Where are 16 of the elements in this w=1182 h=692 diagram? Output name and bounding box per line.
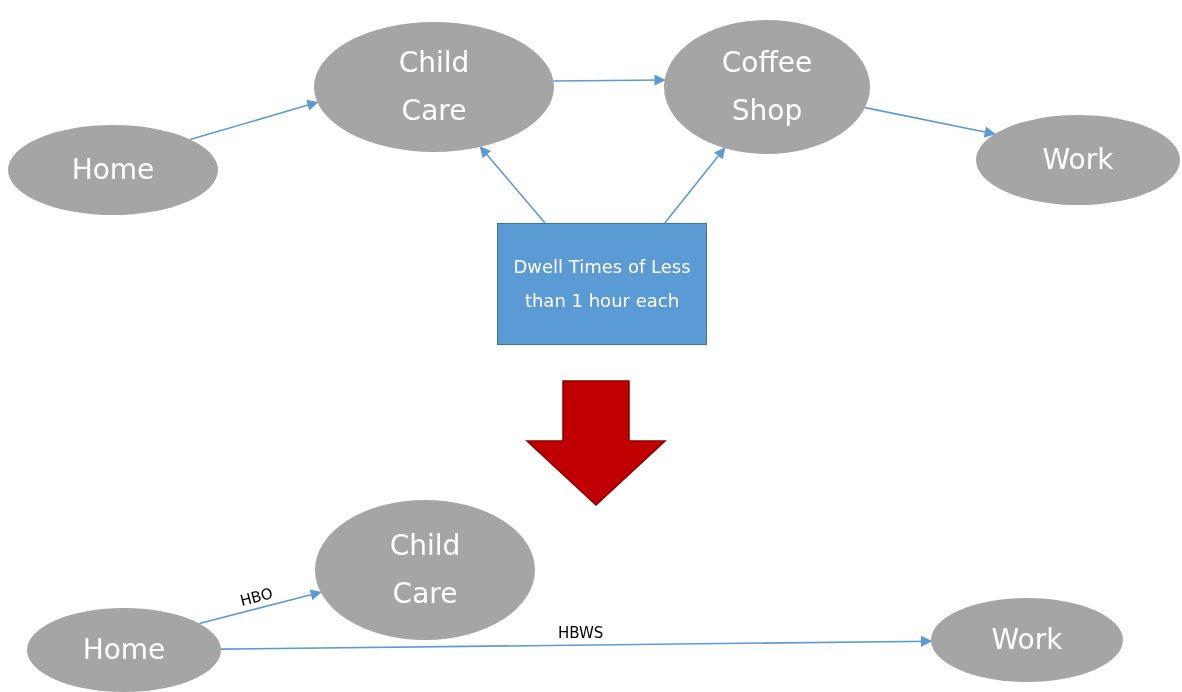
node-label: Coffee Shop — [720, 45, 814, 129]
node-label: Home — [81, 632, 167, 669]
arrow — [479, 146, 546, 224]
node-label: Home — [70, 152, 156, 189]
node-label: Work — [1041, 142, 1115, 179]
arrow — [189, 99, 319, 141]
note-box — [497, 223, 707, 345]
arrow — [664, 147, 726, 224]
node-label: Dwell Times of Less than 1 hour each — [512, 254, 692, 313]
arrow — [198, 589, 322, 625]
arrow — [864, 106, 996, 138]
node-label: Child Care — [397, 45, 471, 129]
node-label: Work — [990, 622, 1064, 659]
node-label: Child Care — [388, 528, 462, 612]
arrow — [220, 635, 933, 650]
arrow — [552, 74, 666, 86]
